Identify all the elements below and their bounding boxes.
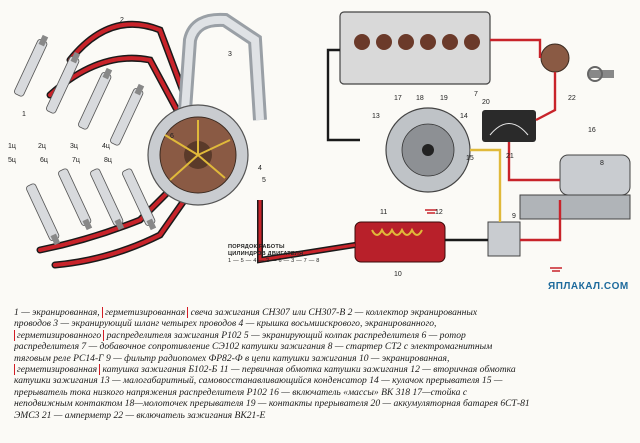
part-number-9: 9 xyxy=(512,213,516,220)
plug-label-5: 5ц xyxy=(8,157,16,164)
caption-line-1: 1 — экранированная, герметизированная св… xyxy=(14,307,632,319)
part-number-14: 14 xyxy=(460,113,468,120)
caption-line-8: прерыватель тока низкого напряжения расп… xyxy=(14,386,468,398)
radio-filter xyxy=(487,221,521,257)
plug-label-7: 7ц xyxy=(72,157,80,164)
caption-text: 1 — экранированная, xyxy=(14,307,103,318)
part-number-15: 15 xyxy=(466,155,474,162)
starter xyxy=(519,154,631,220)
caption-text: распределителя зажигания Р102 5 — экрани… xyxy=(104,329,466,341)
part-number-11: 11 xyxy=(380,209,387,216)
plug-label-6: 6ц xyxy=(40,157,48,164)
caption-line-10: ЭМС3 21 — амперметр 22 — включатель зажи… xyxy=(14,409,266,421)
plug-label-3: 3ц xyxy=(70,143,78,150)
part-number-10: 10 xyxy=(394,271,402,278)
part-number-17: 17 xyxy=(394,95,402,102)
plug-label-2: 2ц xyxy=(38,143,46,150)
part-number-19: 19 xyxy=(440,95,448,102)
ignition-switch xyxy=(540,43,614,82)
caption-line-6: герметизированная катушка зажигания Б102… xyxy=(14,364,632,376)
ammeter xyxy=(482,110,536,142)
firing-order-title-line2: ЦИЛИНДРОВ ДВИГАТЕЛЯ xyxy=(228,251,304,257)
figure-caption: 1 — экранированная, герметизированная св… xyxy=(14,307,632,421)
caption-line-7: катушки зажигания 13 — малогабаритный, с… xyxy=(14,375,503,387)
breaker-assembly xyxy=(385,107,471,193)
plug-label-8: 8ц xyxy=(104,157,112,164)
part-number-21: 21 xyxy=(506,153,514,160)
part-number-3: 3 xyxy=(228,51,232,58)
plug-label-4: 4ц xyxy=(102,143,110,150)
part-number-5: 5 xyxy=(262,177,266,184)
part-number-6: 6 xyxy=(170,133,174,140)
site-watermark: ЯПЛАКАЛ.COM xyxy=(548,281,629,292)
plug-label-1: 1ц xyxy=(8,143,16,150)
spark-plugs-upper xyxy=(14,34,145,146)
spark-plugs-lower xyxy=(26,168,157,246)
part-number-12: 12 xyxy=(435,209,443,216)
caption-text: свеча зажигания СН307 или СН307-В 2 — ко… xyxy=(188,307,478,318)
part-number-8: 8 xyxy=(600,160,604,167)
part-number-18: 18 xyxy=(416,95,424,102)
part-number-20: 20 xyxy=(482,99,490,106)
part-number-7: 7 xyxy=(474,91,478,98)
caption-line-3: герметизированного распределителя зажига… xyxy=(14,329,632,342)
firing-order-title-line1: ПОРЯДОК РАБОТЫ xyxy=(228,244,285,250)
part-number-22: 22 xyxy=(568,95,576,102)
ground-symbols xyxy=(425,209,562,272)
wiring-right xyxy=(257,38,562,264)
caption-line-9: неподвижным контактом 18—молоточек преры… xyxy=(14,398,530,410)
part-number-1: 1 xyxy=(22,111,26,118)
caption-line-4: распределителя 7 — добавочное сопротивле… xyxy=(14,341,493,353)
highlighted-term: герметизированная xyxy=(102,307,189,319)
part-number-2: 2 xyxy=(120,17,124,24)
part-number-16: 16 xyxy=(588,127,596,134)
caption-line-5: тяговым реле РС14-Г 9 — фильтр радиопоме… xyxy=(14,352,450,364)
highlighted-term: герметизированная xyxy=(14,364,101,376)
battery xyxy=(339,11,491,85)
distributor-cap xyxy=(147,104,249,206)
part-number-13: 13 xyxy=(372,113,380,120)
part-number-4: 4 xyxy=(258,165,262,172)
ignition-coil xyxy=(354,221,446,263)
firing-order-title: ПОРЯДОК РАБОТЫ ЦИЛИНДРОВ ДВИГАТЕЛЯ 1 — 5… xyxy=(228,244,320,265)
caption-line-2: проводов 3 — экранирующий шланг четырех … xyxy=(14,318,437,330)
highlighted-term: герметизированного xyxy=(14,329,105,342)
ignition-system-diagram: 1ц 2ц 3ц 4ц 5ц 6ц 7ц 8ц xyxy=(8,11,631,278)
firing-order-sequence: 1 — 5 — 4 — 2 — 6 — 3 — 7 — 8 xyxy=(228,258,320,264)
caption-text: катушка зажигания Б102-Б 11 — первичная … xyxy=(100,364,516,376)
